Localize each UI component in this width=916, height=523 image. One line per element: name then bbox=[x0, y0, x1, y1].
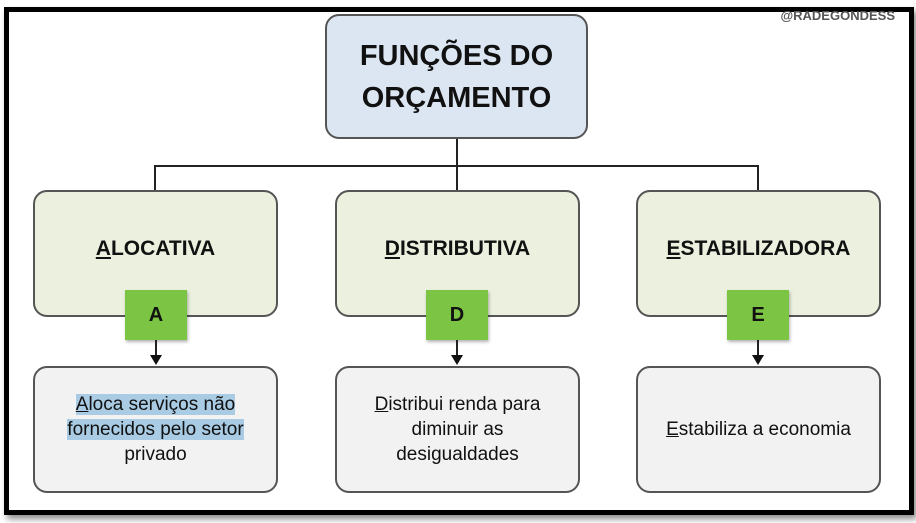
desc-initial: D bbox=[374, 394, 389, 415]
desc-text: desigualdades bbox=[396, 444, 519, 465]
connector bbox=[456, 165, 458, 191]
desc-initial: A bbox=[75, 394, 89, 415]
badge-e: E bbox=[727, 290, 789, 340]
desc-text: loca serviços não bbox=[88, 394, 236, 415]
desc-distributiva: Distribui renda para diminuir as desiguald… bbox=[335, 366, 580, 493]
arrow-line bbox=[757, 340, 759, 356]
desc-line: Aloca serviços não bbox=[75, 394, 236, 415]
arrow-line bbox=[456, 340, 458, 356]
watermark: @RADEGONDESS bbox=[780, 8, 895, 23]
connector bbox=[757, 165, 759, 191]
desc-text: diminuir as bbox=[411, 419, 504, 440]
desc-estabilizadora: Estabiliza a economia bbox=[636, 366, 881, 493]
arrow-down-icon bbox=[752, 355, 764, 365]
node-label: STABILIZADORA bbox=[680, 236, 851, 260]
desc-text: istribui renda para bbox=[388, 394, 541, 415]
node-label: ISTRIBUTIVA bbox=[399, 236, 531, 260]
node-initial: A bbox=[95, 236, 111, 260]
desc-text: privado bbox=[124, 444, 187, 465]
arrow-down-icon bbox=[451, 355, 463, 365]
badge-d: D bbox=[426, 290, 488, 340]
connector bbox=[456, 139, 458, 166]
arrow-line bbox=[155, 340, 157, 356]
desc-text: stabiliza a economia bbox=[678, 419, 851, 440]
arrow-down-icon bbox=[150, 355, 162, 365]
node-distributiva: DISTRIBUTIVA bbox=[335, 190, 580, 317]
desc-initial: E bbox=[666, 419, 679, 440]
badge-a: A bbox=[125, 290, 187, 340]
desc-alocativa: Aloca serviços não fornecidos pelo setor p… bbox=[33, 366, 278, 493]
node-label: LOCATIVA bbox=[110, 236, 216, 260]
root-line2: ORÇAMENTO bbox=[361, 81, 552, 114]
desc-text: fornecidos pelo setor bbox=[67, 419, 244, 440]
root-node: FUNÇÕES DO ORÇAMENTO bbox=[325, 14, 588, 139]
node-initial: E bbox=[666, 236, 681, 260]
root-line1: FUNÇÕES DO bbox=[359, 39, 554, 72]
connector bbox=[154, 165, 156, 191]
node-initial: D bbox=[384, 236, 400, 260]
